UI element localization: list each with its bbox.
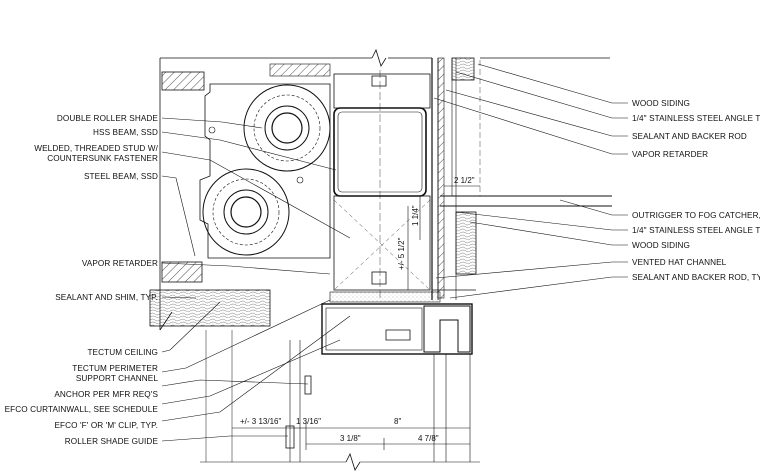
dim-8: 8" xyxy=(394,417,401,426)
label-double-roller-shade: DOUBLE ROLLER SHADE xyxy=(57,114,159,123)
label-tectum-perimeter-line1: TECTUM PERIMETER xyxy=(72,364,158,373)
label-sealant-backer-top: SEALANT AND BACKER ROD xyxy=(632,132,747,141)
label-welded-stud-line2: COUNTERSUNK FASTENER xyxy=(47,154,158,163)
structure xyxy=(149,48,612,471)
left-label-group: DOUBLE ROLLER SHADE HSS BEAM, SSD WELDED… xyxy=(5,114,159,446)
label-roller-shade-guide: ROLLER SHADE GUIDE xyxy=(65,437,159,446)
label-angle-trim-top: 1/4" STAINLESS STEEL ANGLE TRIM xyxy=(632,114,760,123)
dimension-lines xyxy=(232,185,480,450)
label-sealant-backer-bottom: SEALANT AND BACKER ROD, TYP. xyxy=(632,273,760,282)
dim-4-7-8: 4 7/8" xyxy=(418,434,439,443)
label-wood-siding-bottom: WOOD SIDING xyxy=(632,241,690,250)
right-label-group: WOOD SIDING 1/4" STAINLESS STEEL ANGLE T… xyxy=(632,99,760,282)
dim-1-3-16: 1 3/16" xyxy=(296,417,321,426)
label-efco-clip: EFCO 'F' OR 'M' CLIP, TYP. xyxy=(55,421,159,430)
label-angle-trim-bottom: 1/4" STAINLESS STEEL ANGLE TRIM xyxy=(632,226,760,235)
label-tectum-perimeter-line2: SUPPORT CHANNEL xyxy=(76,374,159,383)
label-hss-beam: HSS BEAM, SSD xyxy=(93,128,158,137)
label-tectum-ceiling: TECTUM CEILING xyxy=(87,348,158,357)
dim-1-quarter: 1 1/4" xyxy=(411,205,420,226)
label-efco-curtainwall: EFCO CURTAINWALL, SEE SCHEDULE xyxy=(5,405,159,414)
dimension-labels: 2 1/2" 1 1/4" +/- 5 1/2" +/- 3 13/16" 1 … xyxy=(240,176,475,443)
dim-5-half: +/- 5 1/2" xyxy=(397,237,406,270)
dim-3-1-8: 3 1/8" xyxy=(340,434,361,443)
label-welded-stud-line1: WELDED, THREADED STUD W/ xyxy=(34,144,158,153)
label-sealant-shim: SEALANT AND SHIM, TYP. xyxy=(55,293,158,302)
dim-2-half: 2 1/2" xyxy=(454,176,475,185)
label-outrigger: OUTRIGGER TO FOG CATCHER, SSD xyxy=(632,211,760,220)
label-steel-beam: STEEL BEAM, SSD xyxy=(84,172,158,181)
label-vented-hat: VENTED HAT CHANNEL xyxy=(632,258,727,267)
label-wood-siding-top: WOOD SIDING xyxy=(632,99,690,108)
label-vapor-retarder-right: VAPOR RETARDER xyxy=(632,150,708,159)
label-anchor: ANCHOR PER MFR REQ'S xyxy=(54,390,158,399)
dim-3-13-16: +/- 3 13/16" xyxy=(240,417,281,426)
label-vapor-retarder-left: VAPOR RETARDER xyxy=(82,259,158,268)
leader-lines xyxy=(161,63,628,442)
